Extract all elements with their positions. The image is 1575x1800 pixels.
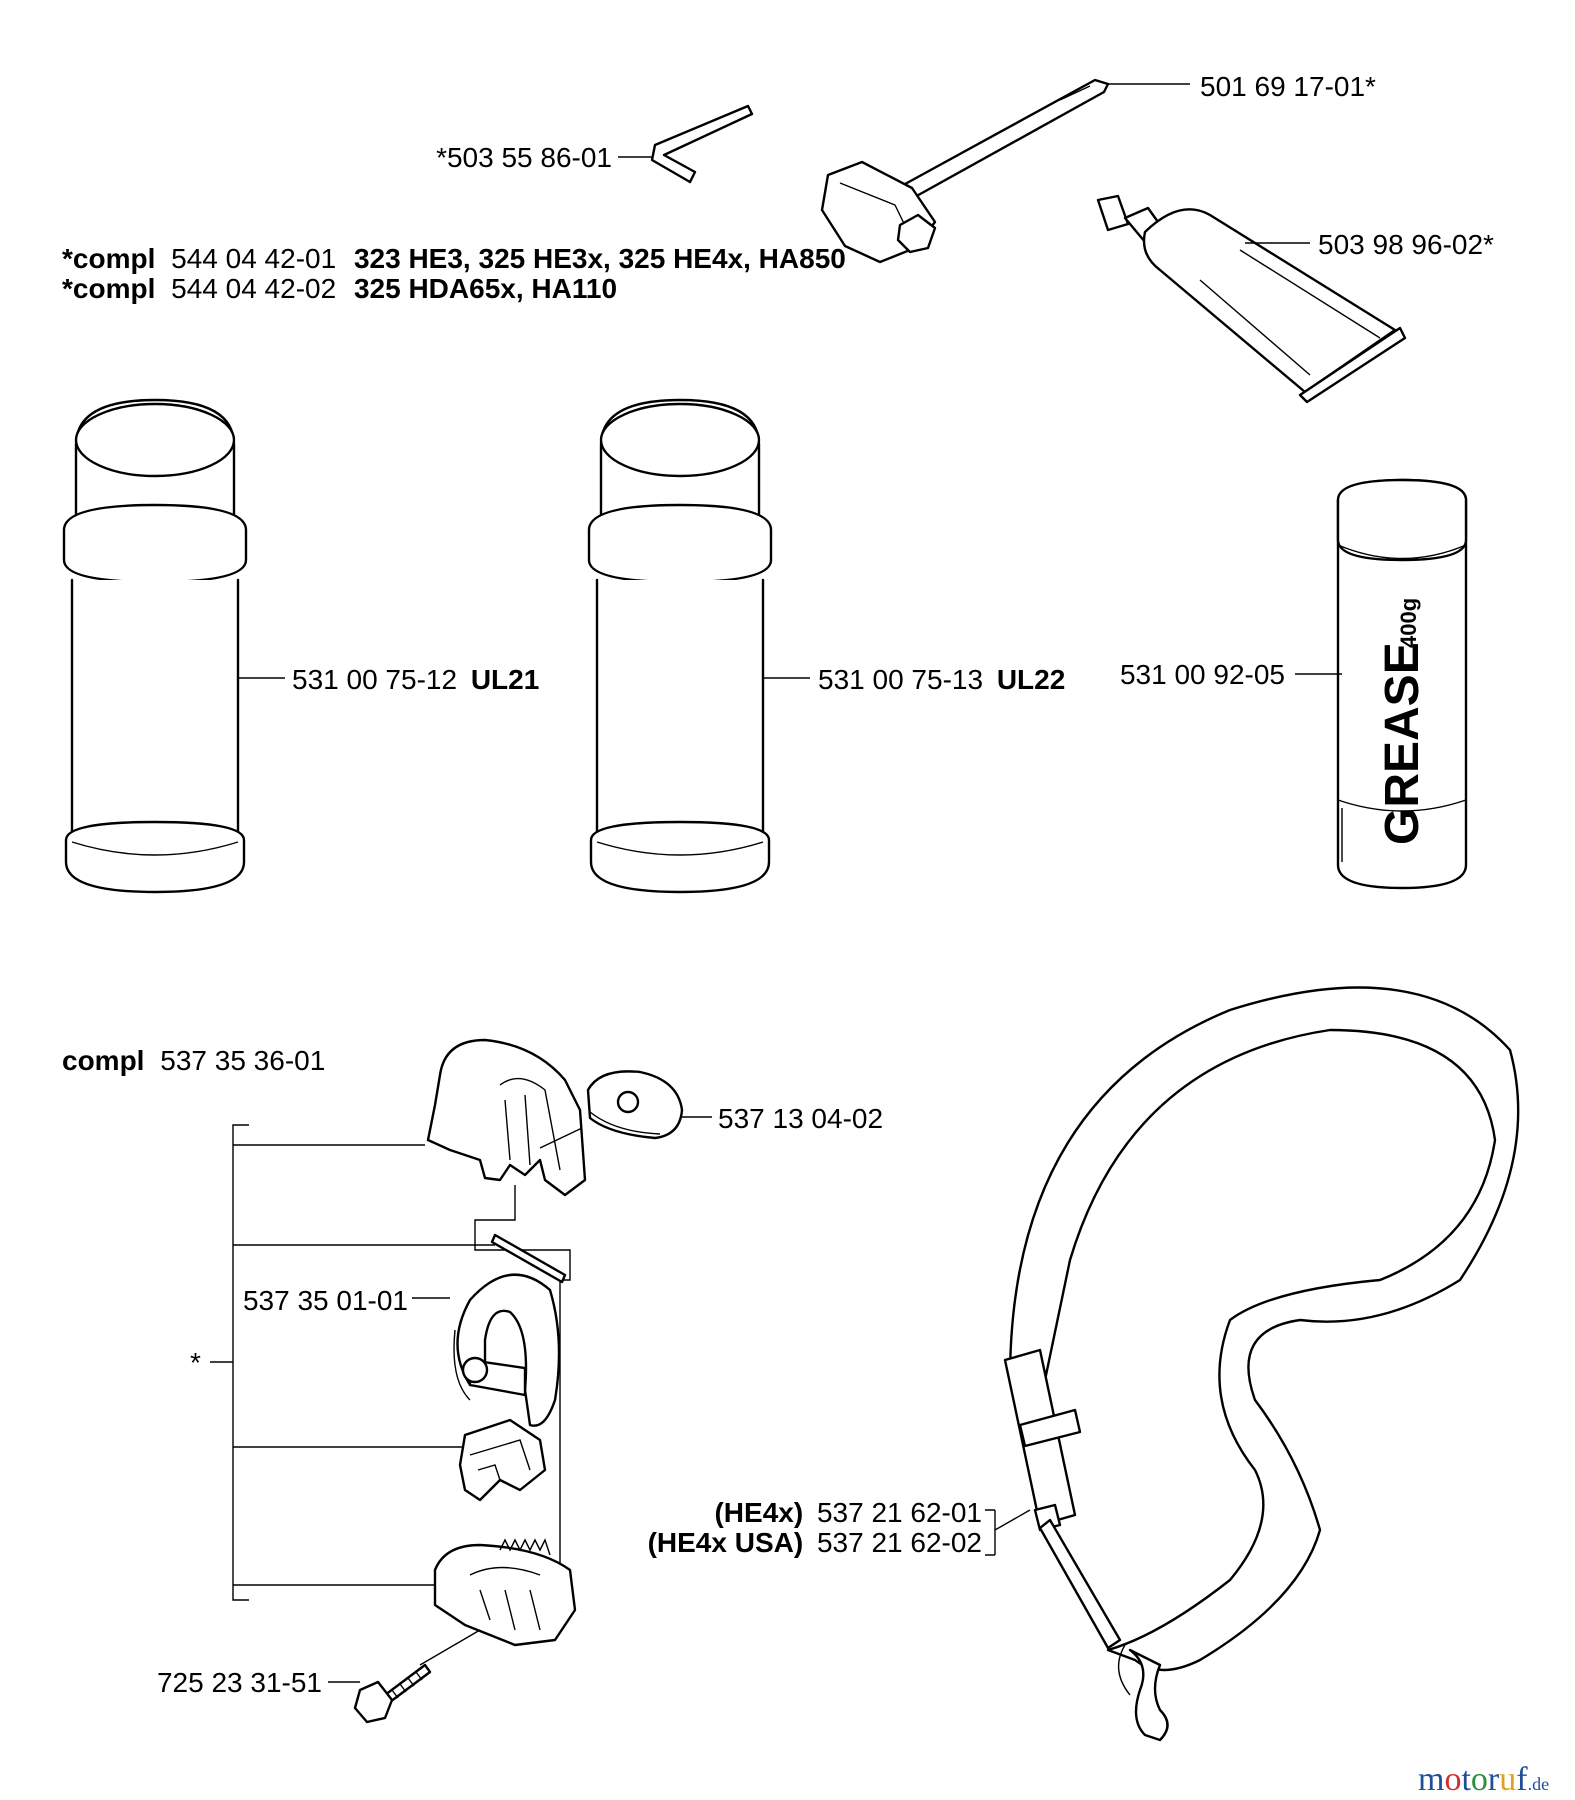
compl-models-1: 323 HE3, 325 HE3x, 325 HE4x, HA850 <box>354 243 846 274</box>
hanger-compl-prefix: compl <box>62 1045 144 1076</box>
compl-models-2: 325 HDA65x, HA110 <box>354 273 617 304</box>
watermark-de: .de <box>1528 1774 1550 1794</box>
grease-tube-drawing <box>1096 194 1407 404</box>
hex-key-label: *503 55 86-01 <box>436 142 612 173</box>
spray-can-1-code: UL21 <box>471 664 539 695</box>
harness-label-1: (HE4x) 537 21 62-01 <box>714 1497 982 1528</box>
compl-line-2: *compl 544 04 42-02 325 HDA65x, HA110 <box>62 273 617 304</box>
hanger-loop-drawing <box>453 1273 561 1427</box>
screw-drawing <box>353 1663 432 1724</box>
harness-variant-1: (HE4x) <box>714 1497 803 1528</box>
hanger-nut-label: 537 13 04-02 <box>718 1103 883 1134</box>
watermark-m: m <box>1418 1761 1444 1798</box>
hanger-pin-drawing <box>490 1233 567 1284</box>
hanger-top-drawing <box>426 1038 587 1197</box>
watermark-r: r <box>1488 1761 1500 1798</box>
harness-variant-2: (HE4x USA) <box>648 1527 804 1558</box>
hanger-asterisk: * <box>190 1347 201 1378</box>
harness-leader <box>985 1509 1031 1556</box>
wrench-label: 501 69 17-01* <box>1200 71 1376 102</box>
spray-can-2-drawing <box>587 398 773 894</box>
grease-cartridge-text: GREASE <box>1376 642 1429 845</box>
watermark-t: t <box>1461 1761 1471 1798</box>
harness-number-1: 537 21 62-01 <box>817 1497 982 1528</box>
spray-can-2-label: 531 00 75-13 UL22 <box>818 664 1065 695</box>
spray-can-1-number: 531 00 75-12 <box>292 664 457 695</box>
hanger-compl-label: compl 537 35 36-01 <box>62 1045 325 1076</box>
compl-number-2: 544 04 42-02 <box>171 273 336 304</box>
watermark-o2: o <box>1471 1761 1488 1798</box>
hanger-loop-label: 537 35 01-01 <box>243 1285 408 1316</box>
combination-wrench-drawing <box>820 78 1110 264</box>
compl-prefix-2: *compl <box>62 273 155 304</box>
spray-can-1-label: 531 00 75-12 UL21 <box>292 664 539 695</box>
watermark-o1: o <box>1444 1761 1461 1798</box>
hanger-clamp-drawing <box>433 1538 577 1647</box>
spray-can-1-drawing <box>62 398 248 894</box>
hex-key-drawing <box>650 104 754 184</box>
hanger-clip-drawing <box>458 1418 547 1502</box>
compl-line-1: *compl 544 04 42-01 323 HE3, 325 HE3x, 3… <box>62 243 846 274</box>
compl-number-1: 544 04 42-01 <box>171 243 336 274</box>
screw-label: 725 23 31-51 <box>157 1667 322 1698</box>
hanger-nut-drawing <box>586 1070 684 1140</box>
grease-cartridge-weight: 400g <box>1396 598 1421 648</box>
hanger-bracket <box>232 1124 249 1601</box>
watermark: motoruf.de <box>1418 1761 1549 1798</box>
harness-number-2: 537 21 62-02 <box>817 1527 982 1558</box>
grease-tube-label: 503 98 96-02* <box>1318 229 1494 260</box>
harness-label-2: (HE4x USA) 537 21 62-02 <box>648 1527 982 1558</box>
watermark-f: f <box>1516 1761 1528 1798</box>
watermark-u: u <box>1499 1761 1516 1798</box>
spray-can-2-number: 531 00 75-13 <box>818 664 983 695</box>
compl-prefix-1: *compl <box>62 243 155 274</box>
grease-cartridge-drawing: GREASE 400g <box>1336 478 1468 890</box>
harness-strap-drawing <box>1003 986 1520 1742</box>
spray-can-2-code: UL22 <box>997 664 1065 695</box>
grease-cartridge-label: 531 00 92-05 <box>1120 659 1285 690</box>
hanger-compl-number: 537 35 36-01 <box>160 1045 325 1076</box>
